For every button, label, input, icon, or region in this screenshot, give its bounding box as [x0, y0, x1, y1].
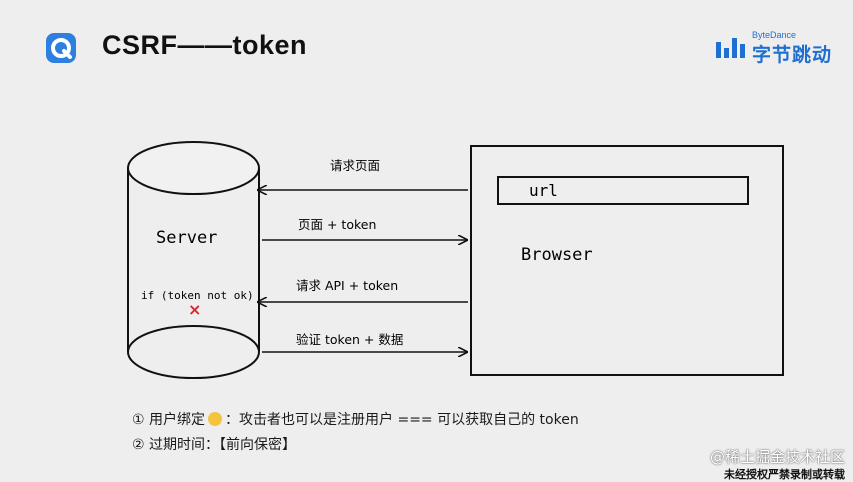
- browser-window: [470, 145, 784, 376]
- browser-label: Browser: [521, 245, 593, 265]
- notes: ① 用户绑定 ：攻击者也可以是注册用户 === 可以获取自己的 token ② 过…: [132, 408, 579, 458]
- bytedance-logo: ByteDance 字节跳动: [716, 28, 841, 66]
- copyright-notice: 未经授权严禁录制或转载: [724, 468, 845, 481]
- logo-icon: [46, 33, 76, 63]
- note-expiration: ② 过期时间：【前向保密】: [132, 437, 297, 453]
- note-user-binding: ① 用户绑定 ：攻击者也可以是注册用户 === 可以获取自己的 token: [132, 408, 579, 433]
- url-bar: [497, 176, 749, 205]
- server-label: Server: [156, 228, 217, 248]
- arrow-label-request-api: 请求 API + token: [296, 278, 398, 293]
- url-bar-text: url: [529, 181, 558, 200]
- bytedance-bars-icon: [716, 38, 745, 58]
- arrow-label-page-token: 页面 + token: [298, 217, 376, 232]
- thinking-face-icon: [208, 412, 223, 426]
- server-token-check: if (token not ok): [141, 289, 254, 302]
- juejin-watermark: @稀土掘金技术社区: [709, 448, 845, 466]
- server-cylinder: [127, 141, 260, 379]
- arrow-label-verify-data: 验证 token + 数据: [296, 332, 403, 347]
- note-user-binding-title: ① 用户绑定: [132, 412, 206, 428]
- brand-name-cn: 字节跳动: [752, 44, 833, 66]
- brand-name-en: ByteDance: [752, 30, 797, 40]
- fail-x-mark: ×: [188, 300, 201, 319]
- slide-header: CSRF——token ByteDance 字节跳动: [0, 0, 853, 90]
- slide-title: CSRF——token: [102, 30, 308, 60]
- note-user-binding-text: ：攻击者也可以是注册用户 === 可以获取自己的 token: [225, 412, 579, 428]
- arrow-label-request-page: 请求页面: [330, 158, 380, 173]
